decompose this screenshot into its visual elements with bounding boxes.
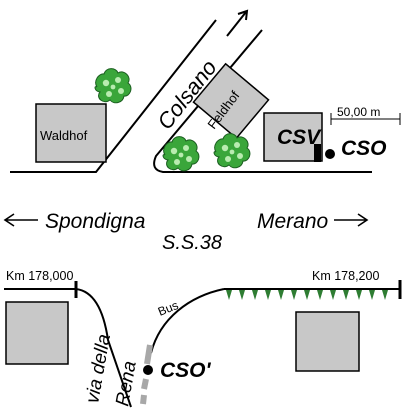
via-della-label: via della	[82, 333, 115, 405]
csv-label: CSV	[277, 126, 322, 149]
cso-label: CSO	[341, 137, 387, 160]
csv-entrance-marker	[314, 144, 321, 162]
building-southwest	[5, 301, 69, 365]
bush-icon-waldhof	[94, 68, 132, 104]
bus-stop-lane-mid	[141, 378, 149, 390]
colsano-road-right-edge	[153, 29, 372, 173]
hedge-marker-icon	[278, 290, 284, 300]
colsano-direction-arrow-icon	[226, 9, 249, 37]
hedge-marker-icon	[226, 290, 232, 300]
hedge-marker-icon	[304, 290, 310, 300]
bus-stop-lane-lower	[140, 394, 147, 405]
hedge-marker-icon	[343, 290, 349, 300]
hedge-marker-icon	[356, 290, 362, 300]
cso-dot-marker-icon	[325, 149, 335, 159]
bus-lane-curve	[150, 288, 225, 354]
spondigna-label: Spondigna	[45, 210, 145, 233]
colsano-road-left-edge	[10, 19, 217, 173]
cso-prime-dot-marker-icon	[143, 365, 153, 375]
hedge-marker-icon	[291, 290, 297, 300]
hedge-marker-icon	[252, 290, 258, 300]
csv-building	[263, 112, 323, 162]
km-left-label: Km 178,000	[6, 269, 73, 283]
cso-prime-label: CSO'	[160, 359, 212, 382]
waldhof-label: Waldhof	[40, 128, 88, 143]
hedge-marker-icon	[239, 290, 245, 300]
spondigna-arrow-icon	[3, 213, 38, 227]
hedge-row	[226, 290, 388, 300]
hedge-marker-icon	[317, 290, 323, 300]
hedge-marker-icon	[330, 290, 336, 300]
hedge-marker-icon	[369, 290, 375, 300]
feldhof-building	[192, 62, 270, 140]
scale-label: 50,00 m	[337, 105, 380, 119]
bus-label: Bus	[156, 298, 180, 319]
bus-stop-lane-upper	[144, 344, 153, 365]
merano-arrow-icon	[334, 213, 369, 227]
building-southeast	[295, 311, 360, 372]
bush-icon-road-2	[213, 133, 251, 169]
hedge-marker-icon	[265, 290, 271, 300]
scale-bar	[330, 113, 401, 125]
merano-label: Merano	[257, 210, 329, 233]
waldhof-building	[35, 103, 107, 163]
ss38-label: S.S.38	[162, 232, 222, 254]
km-right-label: Km 178,200	[312, 269, 379, 283]
via-della-rena-road-edge	[75, 288, 132, 408]
hedge-marker-icon	[382, 290, 388, 300]
